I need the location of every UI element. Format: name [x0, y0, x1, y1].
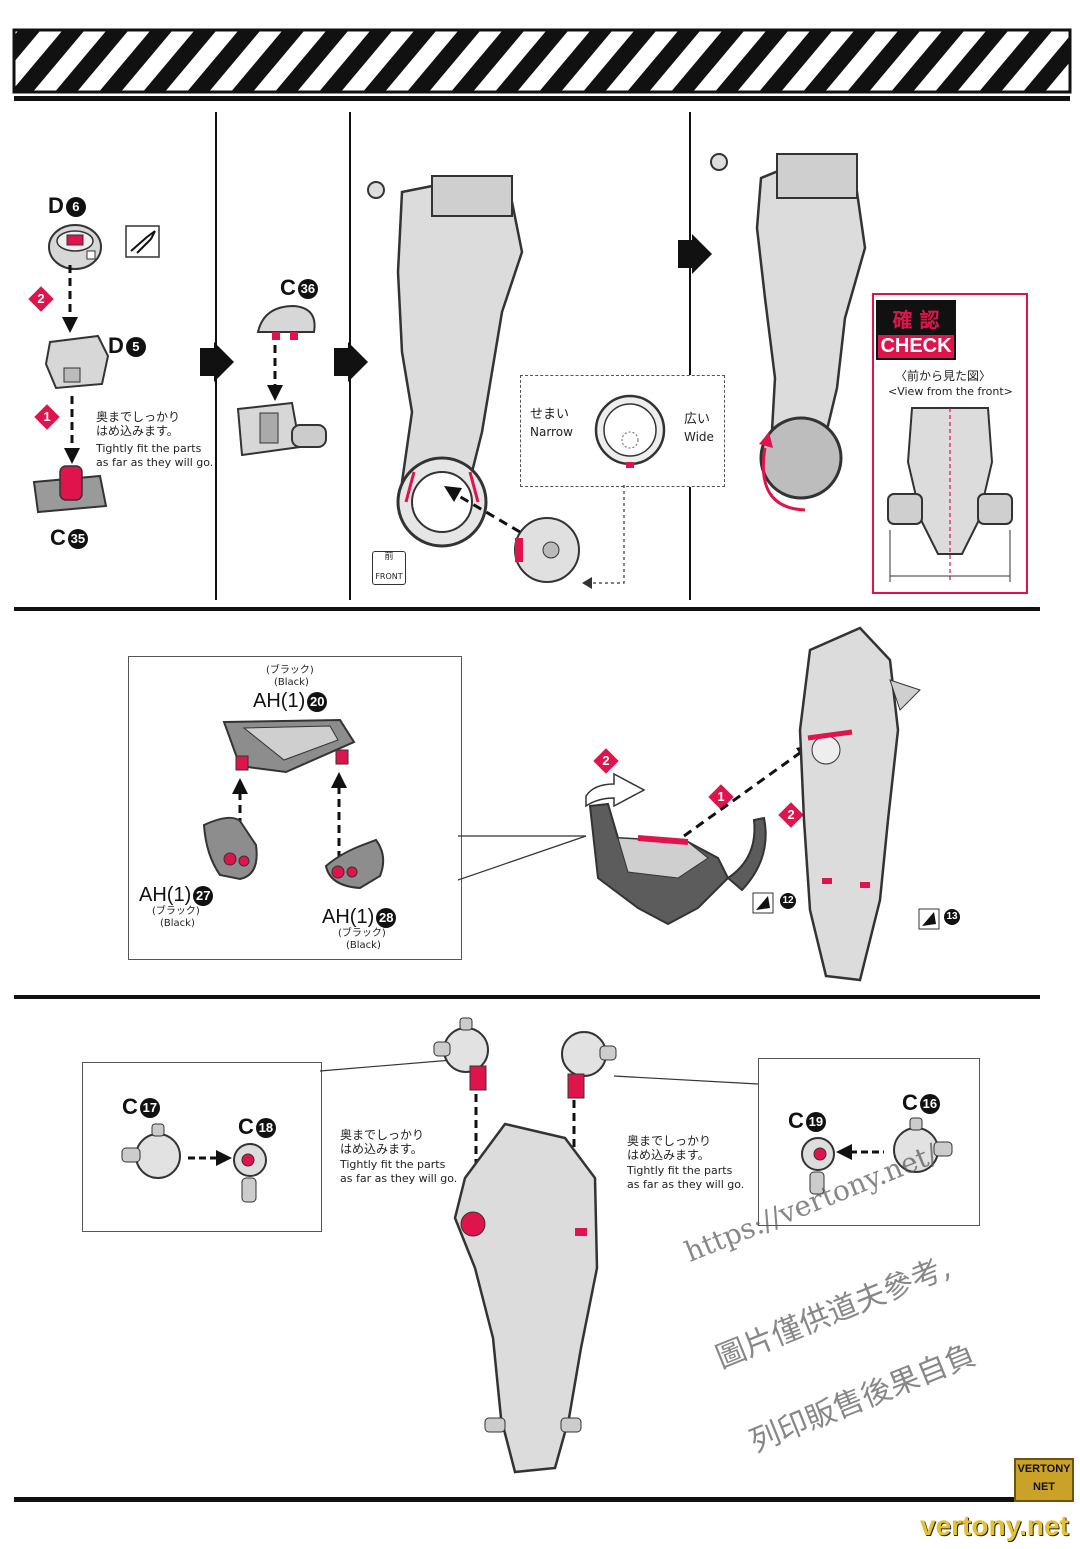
part-c17-illustration	[121, 1123, 181, 1179]
arm-assembly-illustration	[367, 175, 524, 548]
tight-fit-note-jp: 奥までしっかり はめ込みます。	[340, 1128, 425, 1156]
detail-callout-lines	[458, 835, 587, 881]
front-label-jp: 前	[384, 552, 394, 562]
check-title-en: CHECK	[878, 335, 954, 358]
next-step-arrow	[334, 342, 368, 382]
part-d5-illustration	[44, 334, 110, 390]
tight-fit-note-en: Tightly fit the parts as far as they wil…	[627, 1164, 745, 1191]
part-ah27-illustration	[202, 816, 258, 881]
c17-c18-detail-box	[82, 1062, 322, 1232]
arm-result-illustration	[710, 153, 867, 512]
ball-joint-left-illustration	[433, 1017, 489, 1091]
part-ah28-illustration	[324, 838, 385, 890]
front-indicator: 前 FRONT	[372, 551, 406, 585]
check-view-en: <View from the front>	[888, 385, 1013, 398]
step-badge-1-num: 1	[717, 789, 725, 804]
black-label-jp: (ブラック)	[152, 906, 200, 917]
part-c16-illustration	[893, 1117, 953, 1173]
black-label-en: (Black)	[274, 677, 309, 688]
narrow-label-en: Narrow	[530, 425, 573, 439]
front-label-en: FRONT	[375, 572, 403, 581]
part-label-ah28: AH(1)28	[322, 906, 397, 929]
section-divider	[14, 607, 1040, 611]
insert-arrow	[444, 486, 521, 534]
arrow-down	[267, 345, 283, 401]
section-divider	[14, 995, 1040, 999]
part-c35-illustration	[32, 465, 108, 514]
next-step-arrow	[678, 234, 712, 274]
ah-parts-detail-box	[128, 656, 462, 960]
arrow-down	[64, 396, 80, 464]
footer-bar	[14, 1497, 1070, 1502]
insert-arrow	[836, 1144, 884, 1160]
part-c18-illustration	[233, 1143, 267, 1203]
forearm-final-illustration	[453, 1122, 599, 1474]
black-label-jp: (ブラック)	[338, 928, 386, 939]
check-header: 確 認 CHECK	[876, 300, 956, 360]
seal-12-label: 12	[778, 893, 796, 909]
black-label-jp: (ブラック)	[266, 665, 314, 676]
detail-callout-lines	[319, 1058, 465, 1072]
tight-fit-note-jp: 奥までしっかり はめ込みます。	[627, 1134, 712, 1162]
check-front-view-illustration	[887, 407, 1013, 582]
vertony-logo: VERTONY NET	[1014, 1458, 1074, 1502]
guard-assembly-illustration	[588, 802, 767, 926]
assembly-c35-d5-illustration	[236, 401, 327, 457]
part-ah20-illustration	[222, 718, 356, 774]
black-label-en: (Black)	[160, 918, 195, 929]
forearm-armor-illustration	[798, 626, 921, 982]
seal-13-label: 13	[942, 909, 960, 925]
wide-label-en: Wide	[684, 430, 714, 444]
hazard-stripe-header	[12, 28, 1072, 101]
check-title-jp: 確 認	[892, 308, 940, 332]
step-badge-1-num: 1	[43, 409, 51, 424]
arrow-down	[62, 265, 78, 333]
vertony-site-label: vertony.net	[920, 1510, 1069, 1541]
ball-joint-right-illustration	[561, 1031, 617, 1099]
seal-12-icon	[752, 892, 774, 914]
tight-fit-note-en: Tightly fit the parts as far as they wil…	[340, 1158, 458, 1185]
tight-fit-note-jp: 奥までしっかり はめ込みます。	[96, 410, 181, 438]
next-step-arrow	[200, 342, 234, 382]
nipper-cut-icon	[125, 225, 160, 258]
part-label-ah27: AH(1)27	[139, 884, 214, 907]
narrow-wide-diagram	[594, 394, 666, 468]
part-d6-illustration	[48, 224, 102, 270]
detail-leader-arrow	[582, 485, 625, 589]
check-view-jp: 〈前から見た図〉	[895, 369, 992, 383]
push-arrow	[585, 772, 646, 808]
step-badge-2-num: 2	[37, 291, 45, 306]
step-badge-2-num: 2	[787, 807, 795, 822]
wide-label-jp: 広い	[684, 412, 711, 427]
part-c36-illustration	[256, 304, 316, 340]
insert-arrow	[188, 1150, 232, 1166]
column-divider	[689, 112, 691, 600]
part-c19-illustration	[801, 1137, 835, 1195]
detail-callout-lines	[613, 1075, 759, 1085]
arrow-up	[331, 772, 347, 858]
narrow-label-jp: せまい	[530, 407, 570, 422]
step-badge-2-num: 2	[602, 753, 610, 768]
insert-part-illustration	[514, 517, 580, 583]
part-label-ah20: AH(1)20	[253, 690, 328, 713]
seal-13-icon	[918, 908, 940, 930]
tight-fit-note-en: Tightly fit the parts as far as they wil…	[96, 442, 214, 469]
black-label-en: (Black)	[346, 940, 381, 951]
